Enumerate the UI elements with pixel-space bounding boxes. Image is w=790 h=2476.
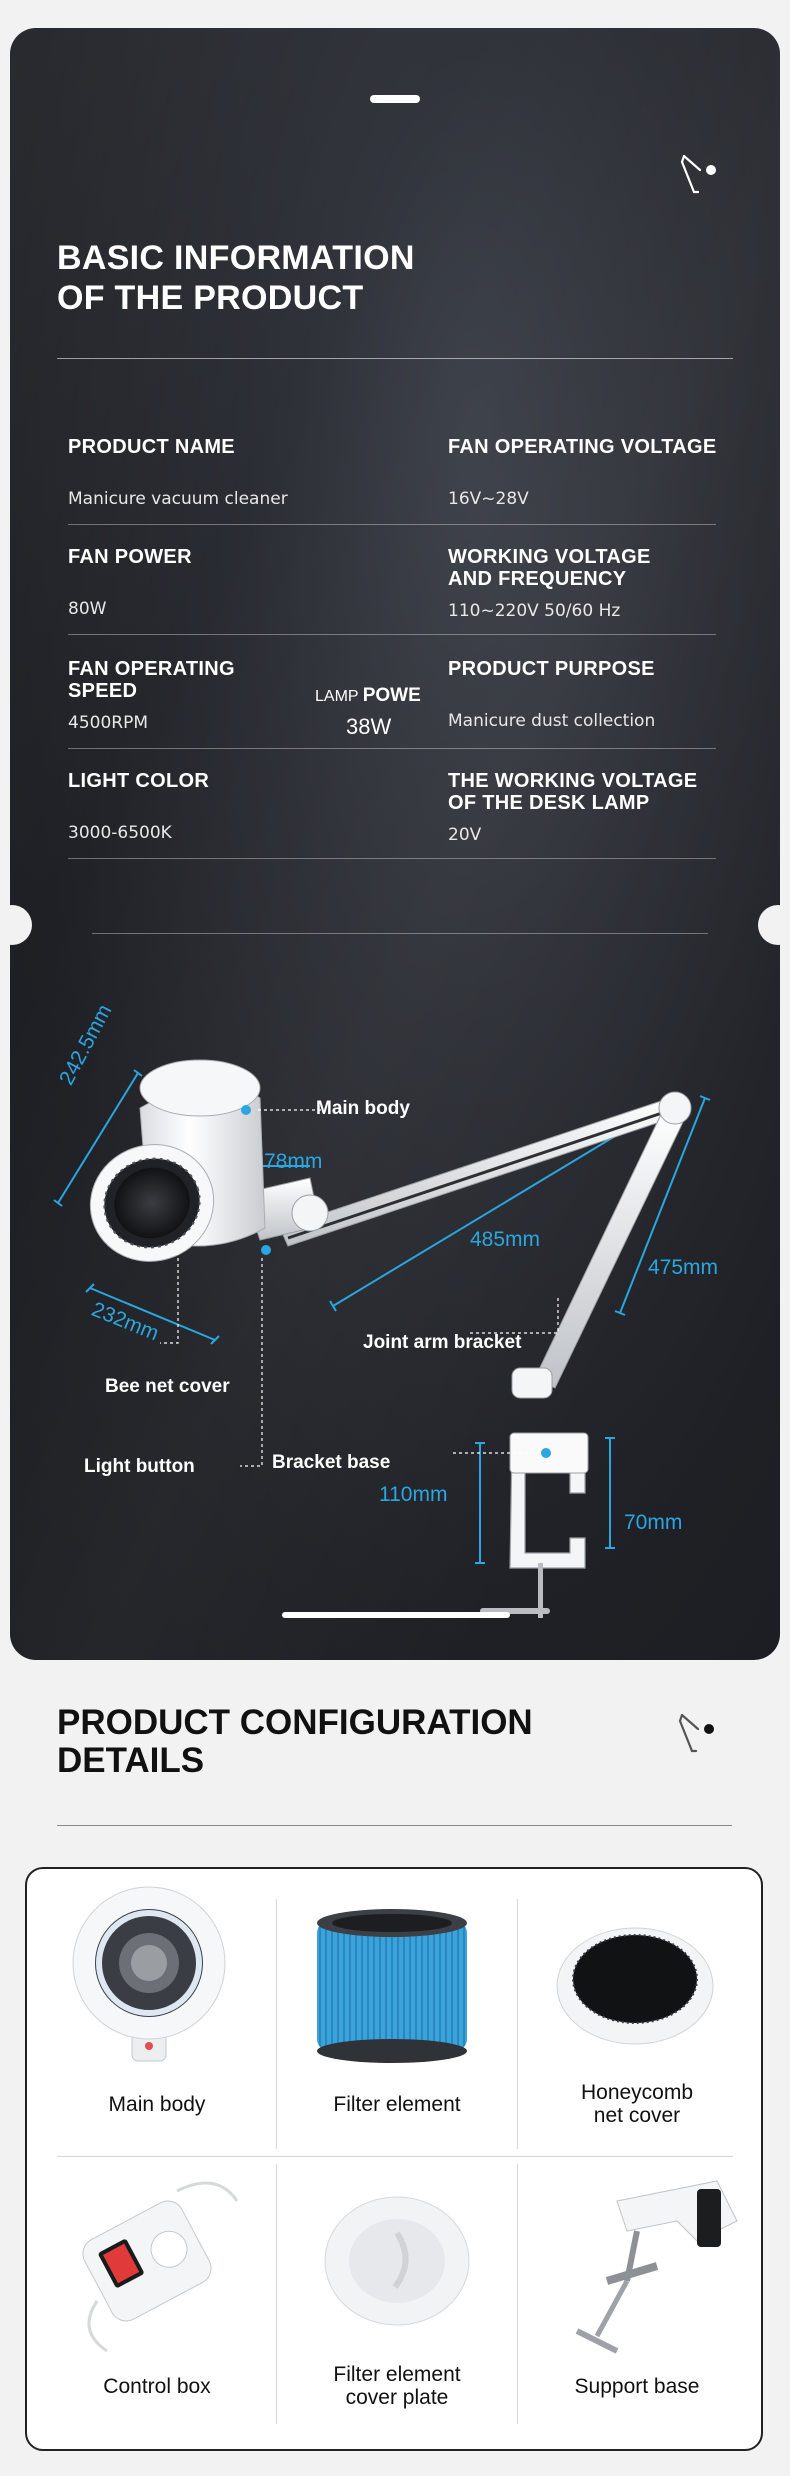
lamp-power-prefix: LAMP bbox=[315, 688, 359, 705]
spec-label-line: FAN OPERATING bbox=[68, 658, 235, 680]
config-item-control-box: Control box bbox=[37, 2161, 277, 2427]
label-bee-net-cover: Bee net cover bbox=[105, 1376, 230, 1397]
config-title-line-1: PRODUCT CONFIGURATION bbox=[57, 1703, 533, 1742]
label-line: Support base bbox=[574, 2375, 700, 2398]
title-divider bbox=[57, 358, 733, 359]
spec-label: PRODUCT NAME bbox=[68, 436, 235, 458]
spec-label-line: LIGHT COLOR bbox=[68, 770, 210, 792]
honeycomb-net-cover-image bbox=[556, 1927, 714, 2045]
grid-divider bbox=[276, 1899, 277, 2149]
config-item-label: Main body bbox=[37, 2093, 277, 2116]
spec-value: 20V bbox=[448, 825, 482, 845]
spec-value: Manicure dust collection bbox=[448, 711, 656, 731]
card-notch-left bbox=[0, 905, 32, 945]
spec-label-line: FAN OPERATING VOLTAGE bbox=[448, 436, 717, 458]
spec-value: 3000-6500K bbox=[68, 823, 172, 843]
dim-base-width: 70mm bbox=[624, 1511, 683, 1534]
dim-neck: 78mm bbox=[264, 1150, 323, 1173]
dim-arm-lower: 475mm bbox=[648, 1256, 719, 1279]
filter-element-image bbox=[317, 1909, 467, 2063]
config-item-label: Filter element cover plate bbox=[277, 2363, 517, 2409]
lamp-logo-icon bbox=[678, 148, 726, 198]
config-grid: Main body Filter element bbox=[25, 1867, 763, 2451]
config-item-label: Support base bbox=[517, 2375, 757, 2398]
dim-base-height: 110mm bbox=[379, 1483, 448, 1506]
label-line: cover plate bbox=[345, 2386, 449, 2409]
spec-label-line: SPEED bbox=[68, 680, 138, 702]
spec-value: 80W bbox=[68, 599, 107, 619]
config-item-label: Control box bbox=[37, 2375, 277, 2398]
config-title: PRODUCT CONFIGURATION DETAILS bbox=[57, 1704, 617, 1780]
spec-label: FAN POWER bbox=[68, 546, 192, 568]
spec-value: 4500RPM bbox=[68, 713, 148, 733]
spec-label-line: FAN POWER bbox=[68, 546, 192, 568]
label-line: Control box bbox=[103, 2375, 211, 2398]
label-joint-arm-bracket: Joint arm bracket bbox=[363, 1332, 522, 1353]
spec-value: 16V~28V bbox=[448, 489, 529, 509]
config-item-label: Filter element bbox=[277, 2093, 517, 2116]
lamp-logo-icon bbox=[676, 1707, 724, 1757]
spec-value: Manicure vacuum cleaner bbox=[68, 489, 288, 509]
spec-row-divider bbox=[68, 748, 716, 749]
spec-value: 110~220V 50/60 Hz bbox=[448, 601, 621, 621]
spec-label: FAN OPERATING VOLTAGE bbox=[448, 436, 717, 458]
bottom-pill-decoration bbox=[282, 1612, 510, 1618]
control-box-image bbox=[82, 2181, 239, 2353]
dim-arm-upper: 485mm bbox=[470, 1228, 541, 1251]
config-item-filter-cover-plate: Filter element cover plate bbox=[277, 2161, 517, 2427]
label-bracket-base: Bracket base bbox=[272, 1452, 391, 1473]
spec-label-line: PRODUCT PURPOSE bbox=[448, 658, 655, 680]
spec-row-divider bbox=[68, 634, 716, 635]
support-base-image bbox=[575, 2180, 738, 2354]
config-item-filter-element: Filter element bbox=[277, 1881, 517, 2147]
spec-label-line: WORKING VOLTAGE bbox=[448, 546, 651, 568]
config-divider bbox=[57, 1825, 732, 1826]
spec-label: PRODUCT PURPOSE bbox=[448, 658, 655, 680]
config-item-main-body: Main body bbox=[37, 1881, 277, 2147]
config-item-label: Honeycomb net cover bbox=[517, 2081, 757, 2127]
grid-divider bbox=[276, 2164, 277, 2424]
grid-divider bbox=[517, 2164, 518, 2424]
config-item-support-base: Support base bbox=[517, 2161, 757, 2427]
grid-divider bbox=[517, 1899, 518, 2149]
spec-row-divider bbox=[68, 858, 716, 859]
label-line: Honeycomb bbox=[580, 2081, 694, 2104]
label-light-button: Light button bbox=[84, 1456, 195, 1477]
grid-divider bbox=[57, 2156, 733, 2157]
product-dimension-diagram: 242.5mm 232mm 78mm 485mm 475mm 110mm 70m… bbox=[10, 988, 780, 1628]
label-main-body: Main body bbox=[316, 1098, 410, 1119]
spec-label: LIGHT COLOR bbox=[68, 770, 209, 792]
basic-info-title: BASIC INFORMATION OF THE PRODUCT bbox=[57, 238, 557, 318]
main-body-image bbox=[72, 1886, 226, 2062]
spec-label-line: AND FREQUENCY bbox=[448, 568, 627, 590]
label-line: Filter element bbox=[333, 2093, 461, 2116]
label-line: Filter element bbox=[333, 2363, 461, 2386]
config-title-line-2: DETAILS bbox=[57, 1741, 205, 1780]
lamp-power-title: POWE bbox=[362, 685, 421, 706]
spec-label-line: OF THE DESK LAMP bbox=[448, 792, 650, 814]
label-line: Main body bbox=[108, 2093, 206, 2116]
title-line-2: OF THE PRODUCT bbox=[57, 279, 364, 317]
lamp-power-label: LAMP POWE bbox=[315, 685, 421, 707]
lamp-power-value: 38W bbox=[346, 714, 392, 739]
card-notch-right bbox=[758, 905, 790, 945]
filter-cover-plate-image bbox=[324, 2196, 470, 2326]
lamp-illustration bbox=[53, 1059, 711, 1618]
spec-row-divider bbox=[68, 524, 716, 525]
label-line: net cover bbox=[593, 2104, 681, 2127]
spec-label-line: THE WORKING VOLTAGE bbox=[448, 770, 698, 792]
spec-label-line: PRODUCT NAME bbox=[68, 436, 235, 458]
top-pill-decoration bbox=[370, 95, 420, 103]
specs-divider bbox=[92, 933, 708, 934]
basic-info-card: BASIC INFORMATION OF THE PRODUCT PRODUCT… bbox=[10, 28, 780, 1660]
title-line-1: BASIC INFORMATION bbox=[57, 239, 415, 277]
config-item-honeycomb-net-cover: Honeycomb net cover bbox=[517, 1881, 757, 2147]
